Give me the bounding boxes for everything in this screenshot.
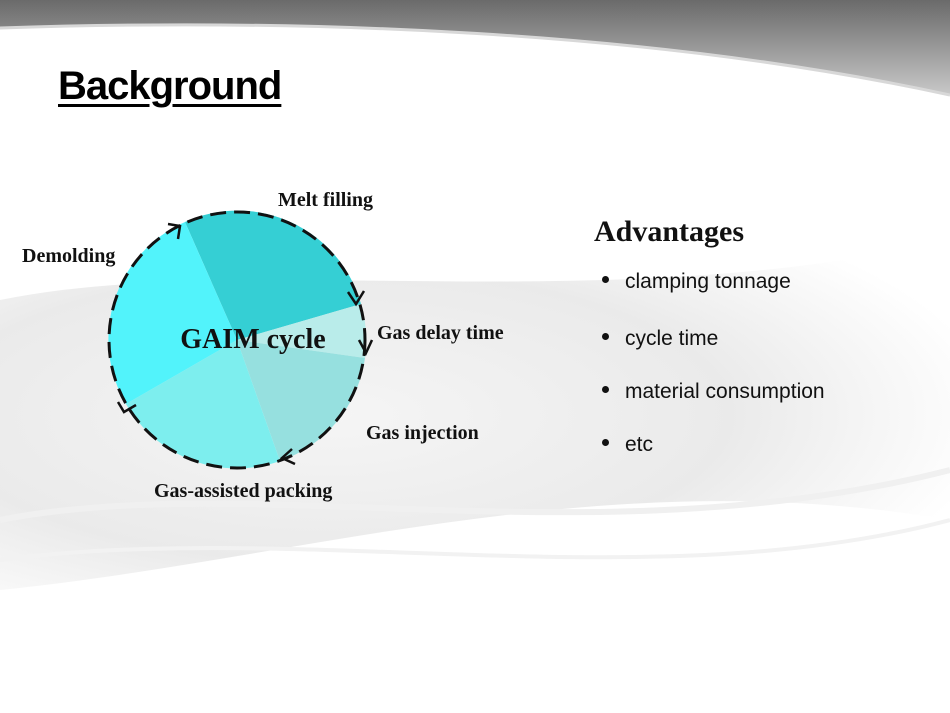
arrowhead-gas-delay	[346, 290, 366, 307]
segment-gas-assisted-packing	[126, 340, 280, 469]
segment-melt-filling	[185, 210, 361, 340]
advantage-text: etc	[625, 433, 654, 456]
advantage-item: cycle time	[602, 327, 718, 351]
advantage-text: material consumption	[625, 380, 825, 403]
bullet-icon	[602, 332, 609, 340]
segment-gas-delay-time	[237, 304, 367, 358]
advantages-heading: Advantages	[594, 215, 745, 248]
advantage-item: material consumption	[602, 380, 825, 404]
arrowhead-melt-filling	[167, 222, 182, 240]
arrowhead-demolding	[116, 401, 137, 414]
bullet-icon	[602, 385, 609, 393]
advantage-item: clamping tonnage	[602, 270, 791, 294]
bullet-icon	[602, 275, 609, 283]
stage-label-demolding: Demolding	[22, 245, 115, 267]
advantage-text: cycle time	[625, 327, 719, 350]
cycle-center-label: GAIM cycle	[180, 324, 325, 355]
stage-label-gas-delay-time: Gas delay time	[377, 322, 504, 344]
arrowhead-gas-injection	[357, 339, 374, 356]
segment-demolding	[108, 222, 237, 404]
bullet-icon	[602, 438, 609, 446]
page-title: Background	[58, 64, 282, 108]
advantage-text: clamping tonnage	[625, 270, 791, 293]
stage-label-gas-assisted-packing: Gas-assisted packing	[154, 480, 332, 502]
arrowhead-packing	[279, 448, 296, 466]
segment-gas-injection	[237, 340, 365, 461]
advantage-item: etc	[602, 433, 653, 457]
cycle-arrowheads	[116, 222, 374, 466]
cycle-segments	[108, 210, 367, 469]
stage-label-melt-filling: Melt filling	[278, 189, 373, 211]
stage-label-gas-injection: Gas injection	[366, 422, 479, 444]
cycle-dashed-ring	[107, 210, 367, 470]
